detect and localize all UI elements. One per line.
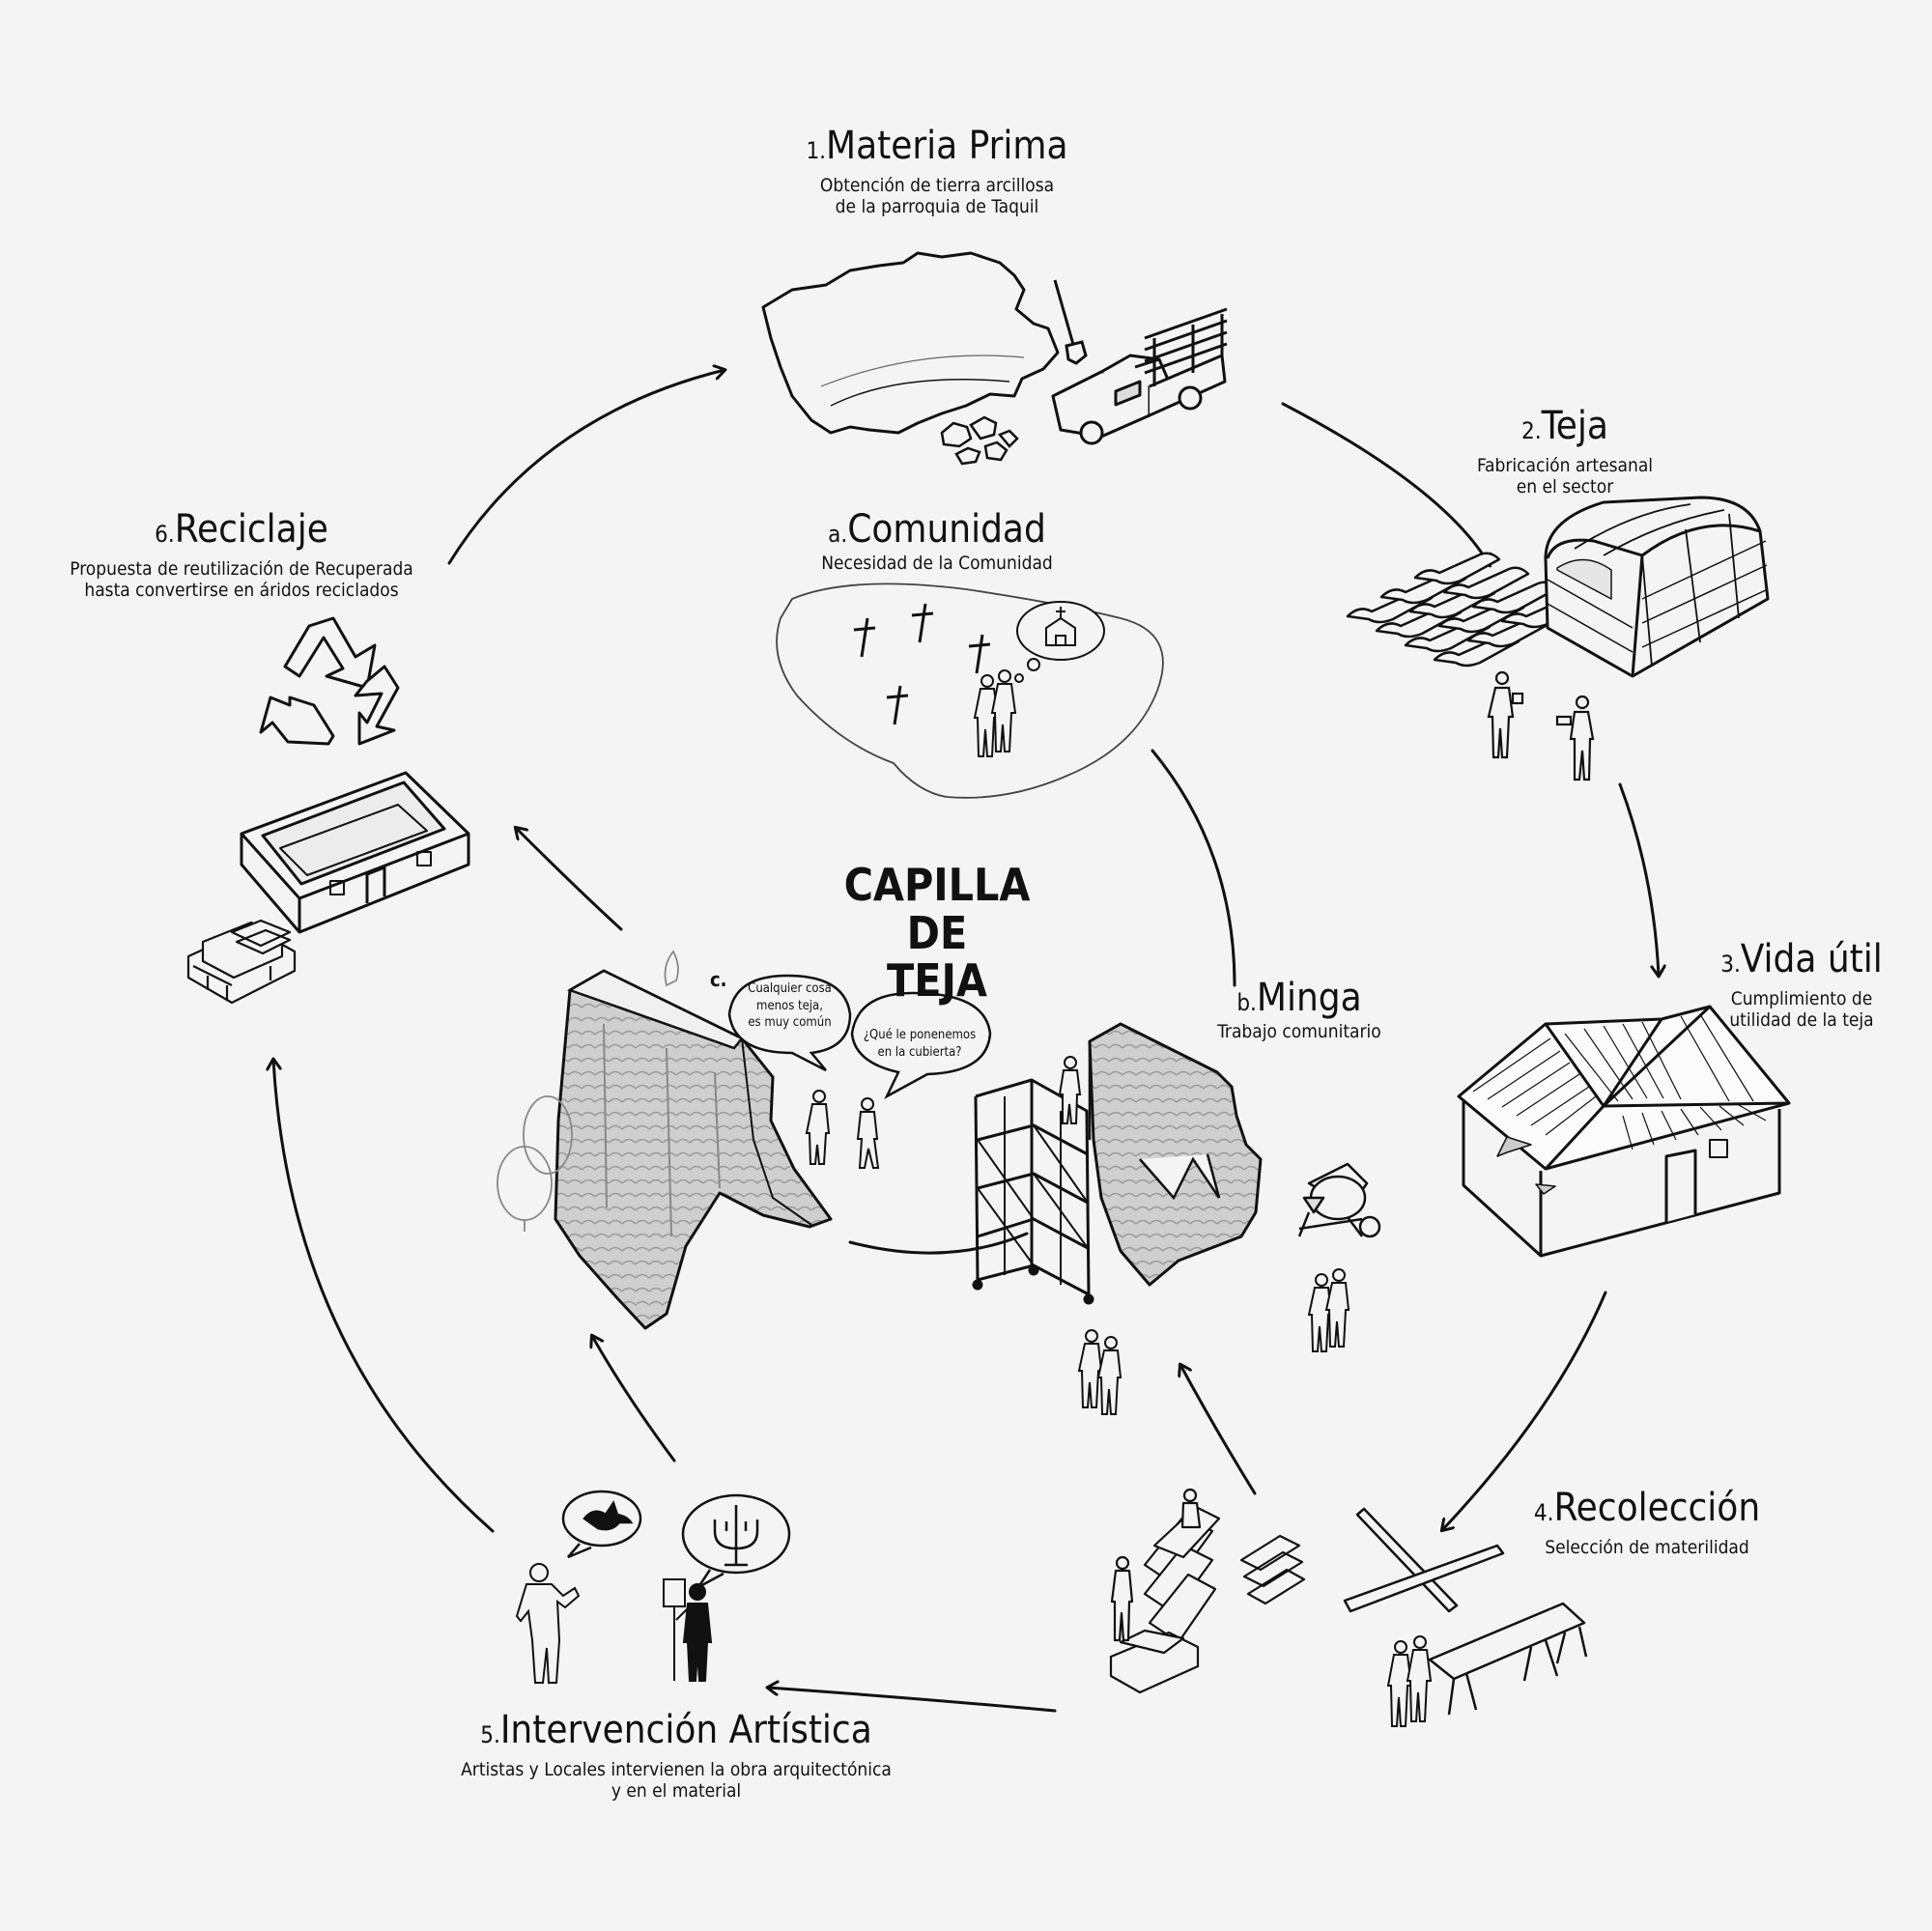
stage-6-number: 6.	[155, 521, 175, 548]
clay-landscape-icon	[761, 251, 1060, 435]
stage-5-desc: Artistas y Locales intervienen la obra a…	[461, 1759, 892, 1802]
tree-icon	[497, 950, 679, 1232]
stage-2-desc: Fabricación artesanal en el sector	[1476, 455, 1654, 497]
stage-5-label: 5.Intervención Artística Artistas y Loca…	[425, 1708, 927, 1803]
stage-3-desc: Cumplimiento de utilidad de la teja	[1729, 988, 1874, 1031]
arrow-4-to-b	[1180, 1365, 1257, 1495]
stage-a-desc: Necesidad de la Comunidad	[821, 553, 1053, 574]
arrow-3-to-4	[1442, 1291, 1607, 1530]
table-icon	[1428, 1602, 1588, 1716]
roof-tiles-icon	[1346, 552, 1588, 667]
stage-6-label: 6.Reciclaje Propuesta de reutilización d…	[43, 507, 440, 602]
arrow-a-to-b	[1151, 749, 1236, 987]
arrow-5-to-6	[273, 1060, 495, 1533]
chapel-structure-right	[1088, 1022, 1263, 1287]
people-chapel-icon	[805, 1090, 880, 1169]
stage-3-title: Vida útil	[1740, 937, 1883, 981]
stage-b-label: b.Minga Trabajo comunitario	[1203, 976, 1396, 1043]
stage-3-label: 3.Vida útil Cumplimiento de utilidad de …	[1681, 937, 1922, 1032]
arrow-c-to-6	[516, 828, 623, 931]
stage-4-number: 4.	[1533, 1499, 1554, 1526]
speech-bubble-left-text: Cualquier cosa menos teja, es muy común	[748, 981, 832, 1031]
speech-bubble-right	[850, 991, 992, 1099]
stage-3-number: 3.	[1720, 951, 1741, 978]
stage-2-number: 2.	[1521, 417, 1542, 444]
stage-6-desc: Propuesta de reutilización de Recuperada…	[70, 558, 413, 601]
stage-b-desc: Trabajo comunitario	[1217, 1021, 1381, 1042]
tile-stacks-icon	[1109, 1488, 1306, 1694]
stage-5-title: Intervención Artística	[499, 1708, 872, 1752]
candelabra-bubble-icon	[681, 1493, 791, 1589]
rocks-icon	[940, 415, 1019, 466]
chapel-structure-left	[554, 969, 833, 1330]
stage-c-letter: c.	[710, 968, 727, 991]
stage-4-desc: Selección de materilidad	[1545, 1537, 1749, 1558]
arrow-b-to-c	[848, 1232, 1029, 1255]
concrete-mixer-icon	[1297, 1162, 1381, 1238]
cycle-arrows	[273, 370, 1659, 1713]
stage-b-number: b.	[1236, 989, 1257, 1016]
stage-4-title: Recolección	[1553, 1486, 1761, 1530]
stage-1-number: 1.	[806, 137, 827, 164]
stage-a-label: a.Comunidad Necesidad de la Comunidad	[782, 507, 1092, 575]
tile-kiln-icon	[1544, 496, 1770, 678]
people-collect-icon	[1386, 1635, 1433, 1727]
arrow-4-to-5	[768, 1688, 1057, 1713]
building-icon	[240, 771, 470, 934]
stage-a-number: a.	[828, 521, 848, 548]
scaffold-icon	[972, 1078, 1094, 1305]
stage-6-title: Reciclaje	[174, 507, 328, 552]
stage-5-number: 5.	[480, 1721, 500, 1748]
house-icon	[1457, 1005, 1791, 1258]
stage-a-title: Comunidad	[847, 507, 1046, 552]
artist-left-icon	[515, 1563, 581, 1684]
community-outline	[776, 582, 1164, 799]
workers-kiln-icon	[1487, 670, 1595, 781]
crosses-icon	[853, 603, 991, 725]
stage-b-title: Minga	[1256, 976, 1362, 1020]
people-community-icon	[973, 669, 1017, 757]
stage-1-desc: Obtención de tierra arcillosa de la parr…	[819, 175, 1055, 217]
stage-4-label: 4.Recolección Selección de materilidad	[1492, 1486, 1802, 1559]
arrow-6-to-1	[447, 370, 724, 565]
arrow-2-to-3	[1618, 782, 1659, 976]
stage-2-title: Teja	[1541, 404, 1608, 448]
recycle-icon	[259, 616, 400, 746]
speech-bubble-right-text: ¿Qué le ponenemos en la cubierta?	[863, 1028, 977, 1060]
speech-bubbles	[727, 974, 992, 1099]
speech-bubble-left	[727, 974, 852, 1072]
timber-cross-icon	[1343, 1507, 1505, 1613]
stage-1-title: Materia Prima	[826, 124, 1068, 168]
inner-arrows	[516, 749, 1257, 1495]
page-title: CAPILLA DE TEJA	[843, 859, 1031, 1008]
truck-icon	[1051, 307, 1228, 445]
stage-2-label: 2.Teja Fabricación artesanal en el secto…	[1410, 404, 1719, 498]
stage-1-label: 1.Materia Prima Obtención de tierra arci…	[744, 124, 1130, 218]
shovel-icon	[1053, 279, 1088, 365]
arrow-5-to-c	[592, 1336, 676, 1462]
dove-bubble-icon	[561, 1490, 642, 1559]
worker-scaffold-icon	[1058, 1056, 1082, 1124]
artist-right-icon	[663, 1578, 713, 1682]
arrow-1-to-2	[1281, 402, 1490, 565]
chapel-thought-icon	[1014, 601, 1105, 683]
people-minga-icon	[1077, 1268, 1350, 1415]
pallet-icon	[186, 919, 297, 1005]
